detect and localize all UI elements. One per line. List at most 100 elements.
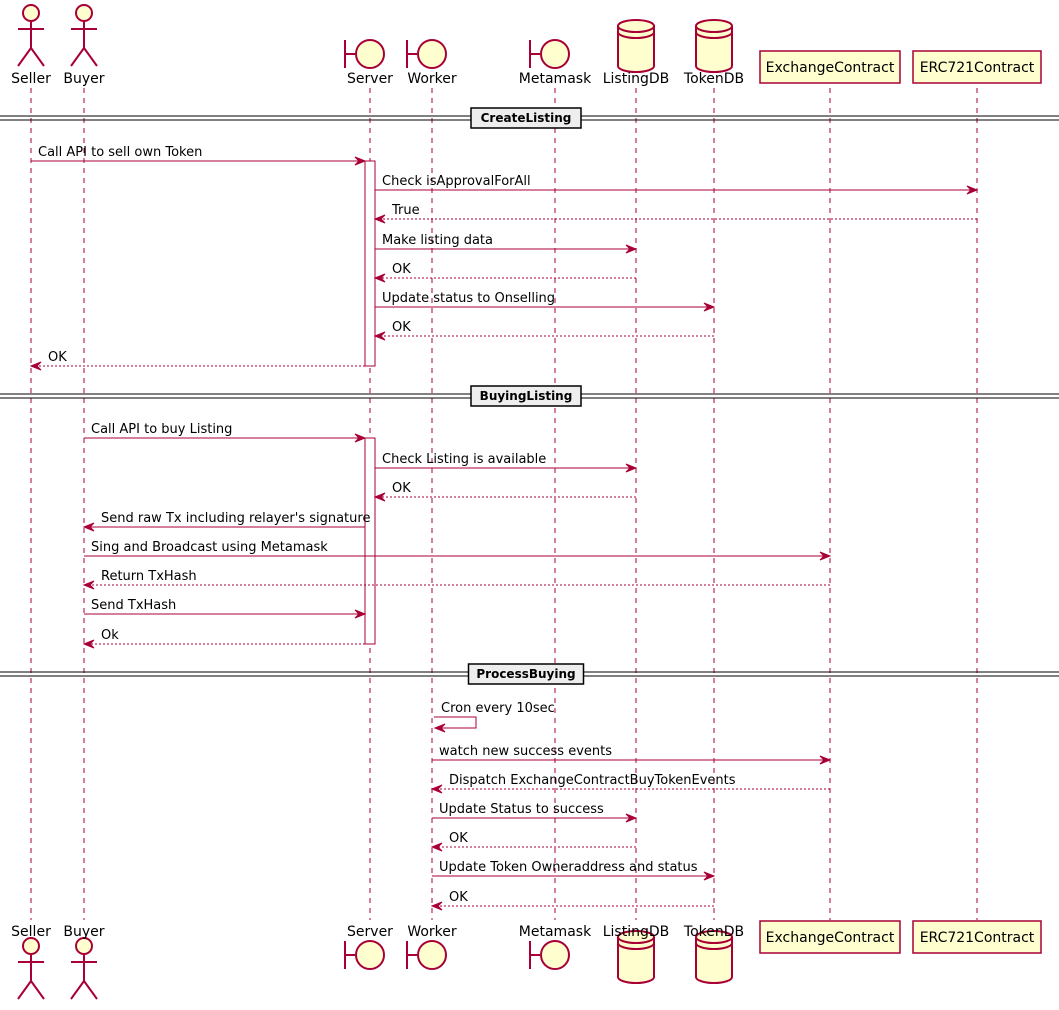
activation-bar-server-1 xyxy=(364,160,376,367)
arrow-head xyxy=(354,433,367,443)
message-2: Check isApprovalForAll xyxy=(375,174,979,195)
participant-tokendb-bottom: TokenDB xyxy=(683,924,744,984)
arrow-head xyxy=(625,244,638,254)
message-19: Dispatch ExchangeContractBuyTokenEvents xyxy=(430,773,830,794)
message-label: Check Listing is available xyxy=(382,452,546,467)
actor-head-icon xyxy=(22,937,40,955)
arrow-head xyxy=(703,302,716,312)
message-label: OK xyxy=(449,831,468,846)
actor-leg-right xyxy=(83,47,98,67)
message-21: OK xyxy=(430,831,636,852)
message-23: OK xyxy=(430,890,714,911)
participant-label: Buyer xyxy=(63,71,104,87)
participant-label: ListingDB xyxy=(603,924,670,940)
divider-ProcessBuying: ProcessBuying xyxy=(0,663,1059,685)
actor-leg-left xyxy=(70,980,85,1000)
divider-label: CreateListing xyxy=(481,111,572,125)
participant-label: ERC721Contract xyxy=(920,60,1035,76)
arrow-head xyxy=(430,901,443,911)
participant-metamask-bottom: Metamask xyxy=(519,924,592,970)
arrow-head xyxy=(373,331,386,341)
participant-label: ListingDB xyxy=(603,71,670,87)
boundary-icon xyxy=(417,940,447,970)
message-label: OK xyxy=(392,481,411,496)
message-18: watch new success events xyxy=(432,744,832,765)
arrow-head xyxy=(625,463,638,473)
participant-metamask-top: Metamask xyxy=(519,39,592,87)
participant-buyer-top: Buyer xyxy=(63,4,105,87)
message-15: Send TxHash xyxy=(84,598,367,619)
message-label: Update Token Owneraddress and status xyxy=(439,860,698,875)
boundary-icon xyxy=(540,940,570,970)
database-icon xyxy=(617,930,655,944)
actor-leg-right xyxy=(30,47,45,67)
message-10: Check Listing is available xyxy=(375,452,638,473)
participant-listingdb-top: ListingDB xyxy=(603,19,670,87)
arrow-head xyxy=(354,609,367,619)
participant-label: Worker xyxy=(407,71,457,87)
participant-erc721-top: ERC721Contract xyxy=(912,50,1042,84)
participant-server-bottom: Server xyxy=(344,924,393,970)
participant-label: ExchangeContract xyxy=(766,930,895,946)
participant-server-top: Server xyxy=(344,39,393,87)
actor-leg-right xyxy=(83,980,98,1000)
database-rim xyxy=(695,942,733,950)
database-icon xyxy=(695,930,733,944)
arrow-head xyxy=(819,551,832,561)
message-4: Make listing data xyxy=(375,233,638,254)
arrow-head xyxy=(966,185,979,195)
message-13: Sing and Broadcast using Metamask xyxy=(84,540,832,561)
participant-label: ERC721Contract xyxy=(920,930,1035,946)
arrow-head xyxy=(29,361,42,371)
message-22: Update Token Owneraddress and status xyxy=(432,860,716,881)
message-17: Cron every 10sec xyxy=(433,701,555,733)
participant-label: ExchangeContract xyxy=(766,60,895,76)
participant-label: Server xyxy=(347,924,393,940)
boundary-icon xyxy=(417,39,447,69)
divider-box xyxy=(470,107,582,129)
actor-head-icon xyxy=(22,4,40,22)
message-label: Cron every 10sec xyxy=(441,701,555,716)
arrow-head xyxy=(82,639,95,649)
participant-label: TokenDB xyxy=(683,71,744,87)
actor-leg-left xyxy=(70,47,85,67)
message-label: OK xyxy=(48,350,67,365)
activation-bar-server-2 xyxy=(364,437,376,645)
database-rim xyxy=(617,31,655,39)
arrow-head xyxy=(703,871,716,881)
message-label: Call API to sell own Token xyxy=(38,145,202,160)
participant-seller-top: Seller xyxy=(11,4,51,87)
message-label: Dispatch ExchangeContractBuyTokenEvents xyxy=(449,773,736,788)
actor-leg-right xyxy=(30,980,45,1000)
arrow-head xyxy=(433,723,446,733)
arrow-head xyxy=(819,755,832,765)
boundary-icon xyxy=(540,39,570,69)
message-14: Return TxHash xyxy=(82,569,830,590)
participant-label: TokenDB xyxy=(683,924,744,940)
message-label: Make listing data xyxy=(382,233,493,248)
divider-label: BuyingListing xyxy=(480,389,573,403)
divider-BuyingListing: BuyingListing xyxy=(0,385,1059,407)
actor-leg-left xyxy=(17,47,32,67)
arrow-head xyxy=(373,492,386,502)
message-6: Update status to Onselling xyxy=(375,291,716,312)
participant-label: Seller xyxy=(11,924,51,940)
arrow-head xyxy=(82,522,95,532)
participant-buyer-bottom: Buyer xyxy=(63,924,105,1000)
participant-label: Metamask xyxy=(519,71,592,87)
database-icon xyxy=(617,19,655,33)
participant-box xyxy=(912,50,1042,84)
message-12: Send raw Tx including relayer's signatur… xyxy=(82,511,370,532)
message-20: Update Status to success xyxy=(432,802,638,823)
boundary-icon xyxy=(355,940,385,970)
message-label: Update status to Onselling xyxy=(382,291,555,306)
message-label: Check isApprovalForAll xyxy=(382,174,531,189)
message-label: Update Status to success xyxy=(439,802,604,817)
divider-box xyxy=(467,663,585,685)
participant-erc721-bottom: ERC721Contract xyxy=(912,920,1042,954)
message-label: Sing and Broadcast using Metamask xyxy=(91,540,328,555)
participant-label: Worker xyxy=(407,924,457,940)
message-7: OK xyxy=(373,320,714,341)
message-11: OK xyxy=(373,481,636,502)
arrow-head xyxy=(354,156,367,166)
